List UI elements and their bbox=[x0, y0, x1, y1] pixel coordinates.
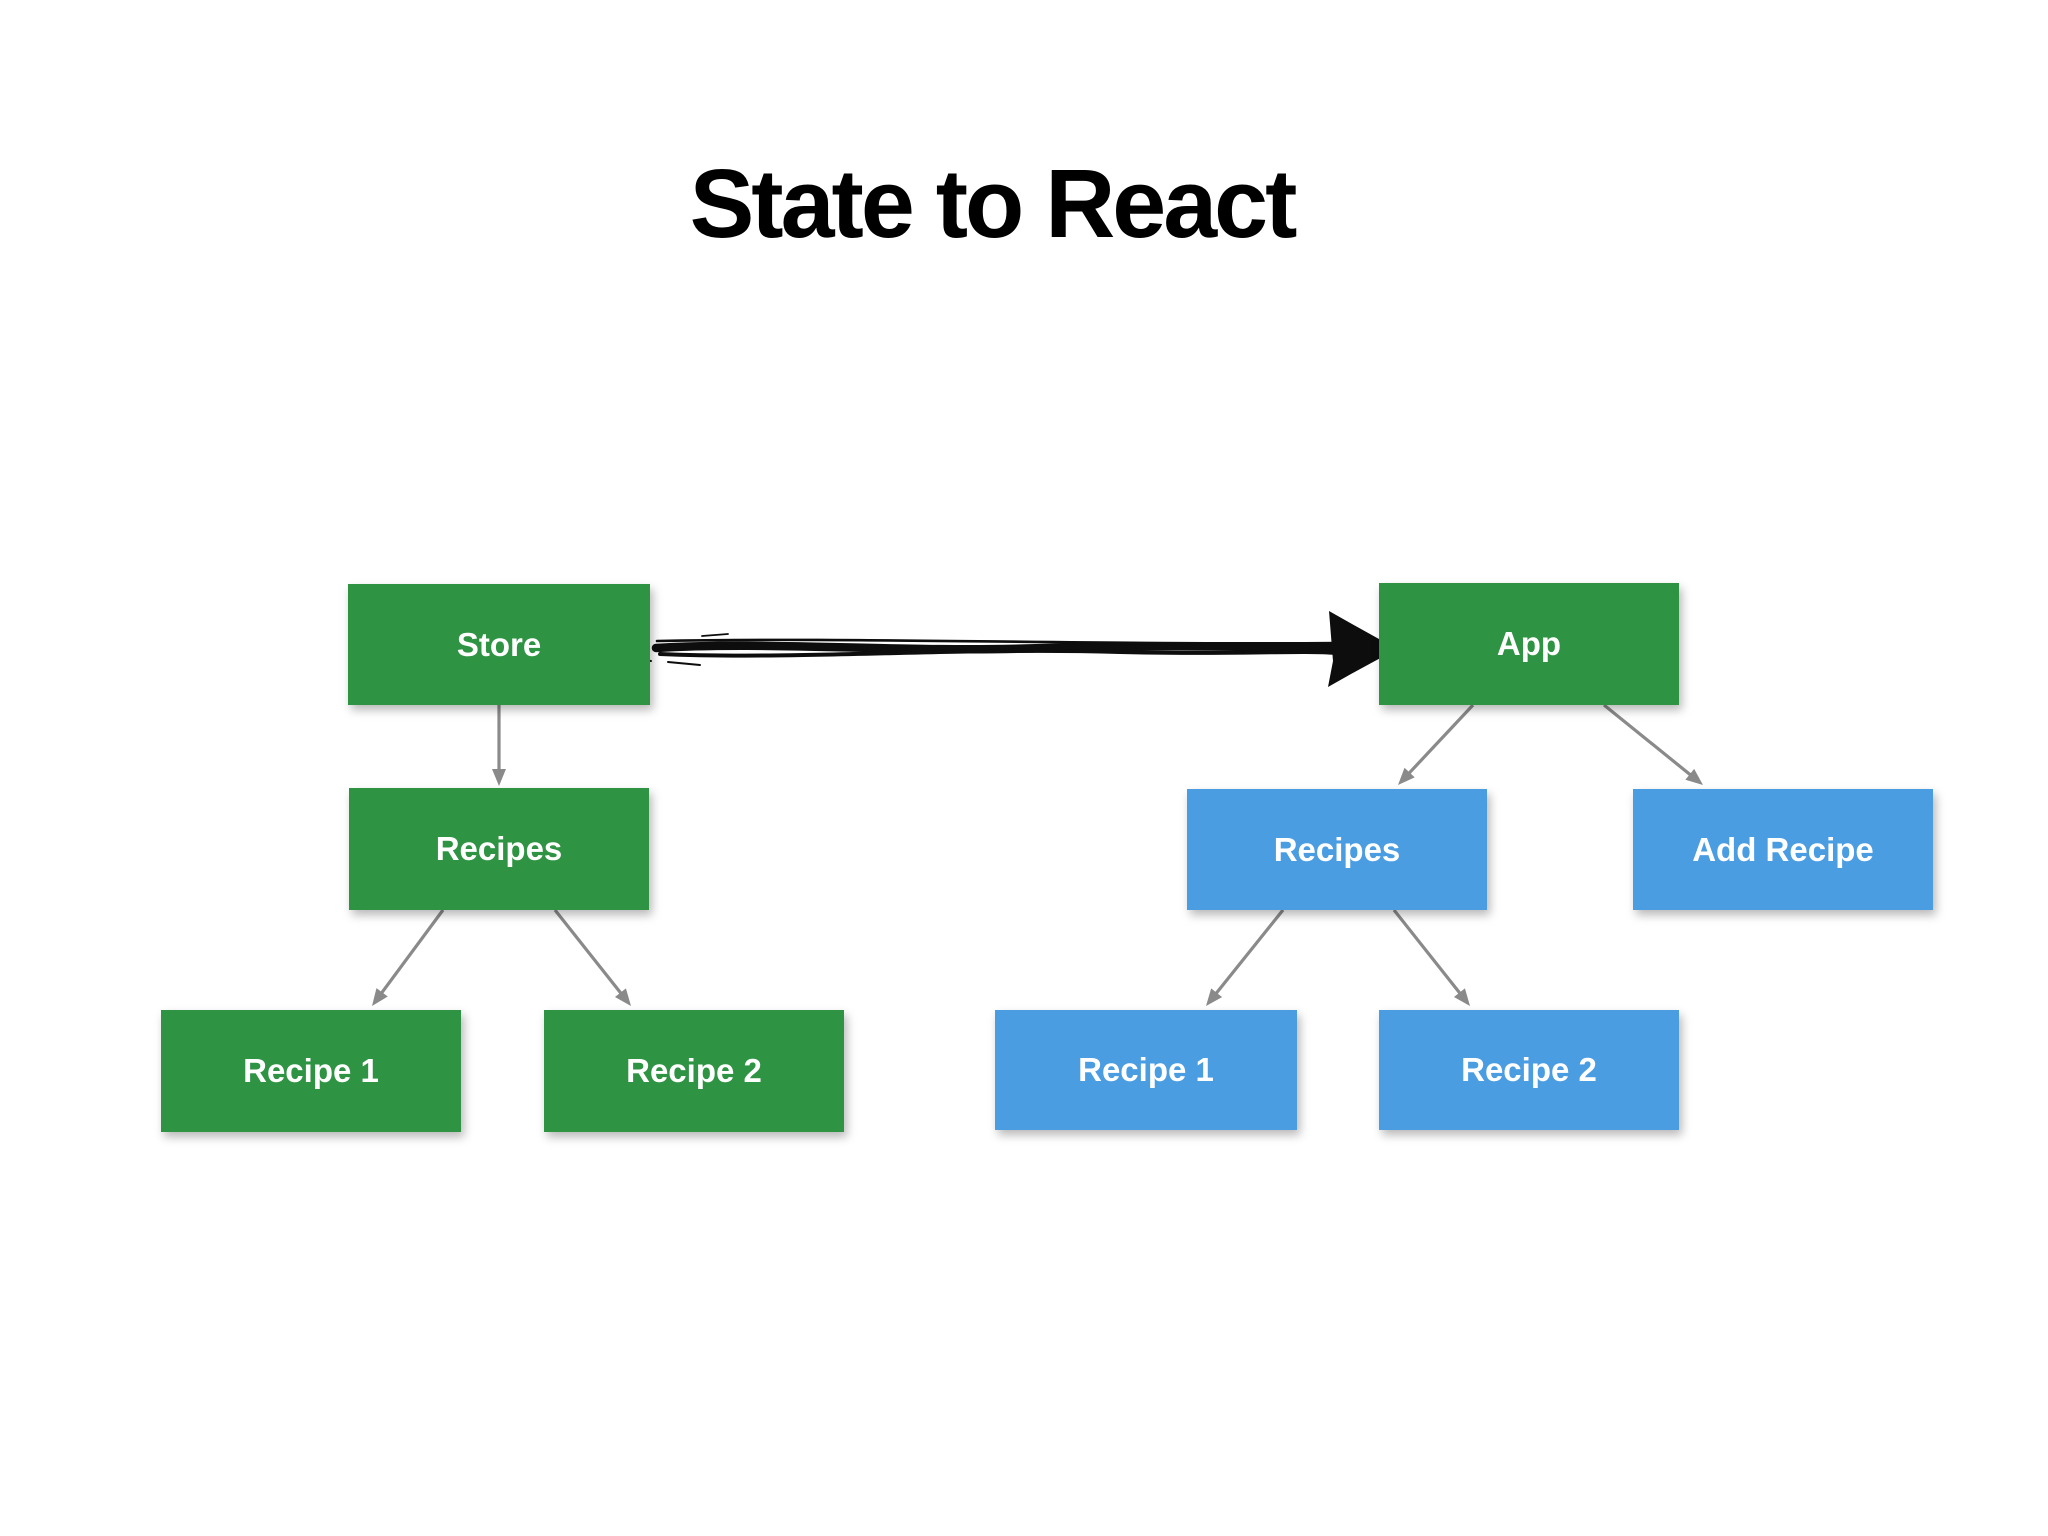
node-store: Store bbox=[348, 584, 650, 705]
node-recipe-2-store-tree: Recipe 2 bbox=[544, 1010, 844, 1132]
node-recipe-1-react-tree: Recipe 1 bbox=[995, 1010, 1297, 1130]
node-recipe-1-react-tree-label: Recipe 1 bbox=[1078, 1051, 1214, 1088]
node-recipe-1-store-tree-label: Recipe 1 bbox=[243, 1052, 379, 1089]
node-add-recipe: Add Recipe bbox=[1633, 789, 1933, 910]
node-recipe-2-react-tree: Recipe 2 bbox=[1379, 1010, 1679, 1130]
node-store-label: Store bbox=[456, 625, 542, 663]
node-recipe-1-store-tree: Recipe 1 bbox=[161, 1010, 461, 1132]
node-add-recipe-label: Add Recipe bbox=[1692, 830, 1874, 868]
node-recipes-react-tree-label: Recipes bbox=[1273, 830, 1401, 868]
node-app-label: App bbox=[1496, 625, 1562, 662]
node-recipes-react-tree: Recipes bbox=[1187, 789, 1487, 910]
slide-title: State to React bbox=[689, 149, 1298, 258]
node-recipes-store-tree: Recipes bbox=[349, 788, 649, 910]
node-recipe-2-react-tree-label: Recipe 2 bbox=[1461, 1051, 1597, 1088]
node-recipe-2-store-tree-label: Recipe 2 bbox=[626, 1052, 762, 1089]
node-recipes-store-tree-label: Recipes bbox=[435, 830, 563, 867]
node-app: App bbox=[1379, 583, 1679, 705]
